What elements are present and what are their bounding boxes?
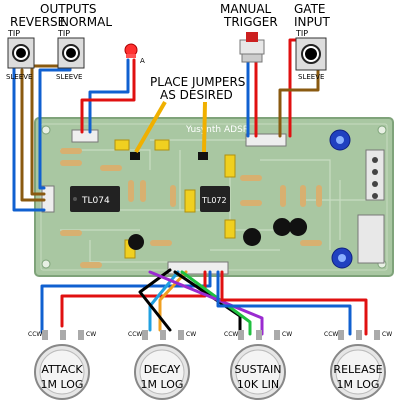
- led-label: A: [140, 57, 145, 65]
- mount-hole: [41, 259, 51, 269]
- resistors: [60, 148, 322, 268]
- board-title: Yusynth ADSR: [185, 125, 249, 135]
- ic-tl072: TL072: [200, 186, 230, 212]
- pot-sustain-ccw: CCW: [224, 331, 238, 338]
- jack-gate-sleeve-label: SLEEVE: [298, 73, 324, 81]
- pot-release-cw: CW: [382, 331, 392, 338]
- pot-decay-cw: CW: [186, 331, 196, 338]
- pot-release: RELEASE 1M LOG CCW CW: [324, 330, 392, 400]
- manual-trigger-button: [239, 32, 265, 63]
- pot-attack-name: ATTACK: [41, 363, 83, 376]
- jack-reverse-sleeve-label: SLEEVE: [6, 73, 32, 81]
- mount-hole: [377, 125, 387, 135]
- ic-tl074-label: TL074: [81, 196, 110, 206]
- jumper-header-1: [130, 152, 140, 160]
- pot-release-name: RELEASE: [333, 363, 382, 376]
- electrolytic-caps: [329, 129, 353, 269]
- capacitors: [114, 139, 236, 259]
- input-label: INPUT: [294, 15, 331, 29]
- pot-attack-value: 1M LOG: [41, 378, 84, 391]
- manual-label: MANUAL: [220, 2, 272, 16]
- pcb-board: Yusynth ADSR TL074 TL072: [34, 117, 394, 277]
- pot-attack-ccw: CCW: [28, 331, 42, 338]
- pot-decay: DECAY 1M LOG CCW CW: [128, 330, 196, 400]
- jumper-arrow-left: [134, 100, 167, 154]
- pot-attack-cw: CW: [86, 331, 96, 338]
- pot-release-value: 1M LOG: [337, 378, 380, 391]
- pot-sustain-name: SUSTAIN: [235, 363, 282, 376]
- ic-tl072-label: TL072: [201, 196, 227, 205]
- as-desired-label: AS DESIRED: [160, 88, 233, 102]
- gate-label: GATE: [294, 2, 326, 16]
- pot-sustain: SUSTAIN 10K LIN CCW CW: [224, 330, 292, 400]
- reverse-label: REVERSE: [10, 15, 65, 29]
- pot-attack: ATTACK 1M LOG CCW CW: [28, 330, 96, 400]
- mount-hole: [41, 125, 51, 135]
- pot-decay-ccw: CCW: [128, 331, 142, 338]
- normal-label: NORMAL: [60, 15, 112, 29]
- jack-gate-tip-label: TIP: [295, 29, 308, 38]
- wires: [12, 38, 368, 336]
- power-connector: [357, 149, 385, 264]
- outputs-label: OUTPUTS: [40, 2, 97, 16]
- jumper-header-2: [198, 152, 208, 160]
- pot-sustain-cw: CW: [282, 331, 292, 338]
- pot-decay-name: DECAY: [144, 363, 181, 376]
- jack-gate: TIP SLEEVE: [295, 29, 327, 81]
- jumper-arrow-right: [202, 101, 207, 153]
- ic-tl074: TL074: [70, 186, 120, 212]
- jack-reverse: TIP SLEEVE: [6, 29, 35, 81]
- trigger-label: TRIGGER: [223, 15, 278, 29]
- jack-normal: TIP SLEEVE: [56, 29, 85, 81]
- jack-reverse-tip-label: TIP: [7, 29, 20, 38]
- pot-decay-value: 1M LOG: [141, 378, 184, 391]
- jack-normal-tip-label: TIP: [57, 29, 70, 38]
- pot-sustain-value: 10K LIN: [237, 378, 279, 391]
- led: A: [124, 43, 145, 65]
- pot-release-ccw: CCW: [324, 331, 338, 338]
- place-jumpers-label: PLACE JUMPERS: [150, 75, 245, 89]
- transistors: [128, 218, 308, 250]
- jack-normal-sleeve-label: SLEEVE: [56, 73, 82, 81]
- header-left: [71, 129, 99, 143]
